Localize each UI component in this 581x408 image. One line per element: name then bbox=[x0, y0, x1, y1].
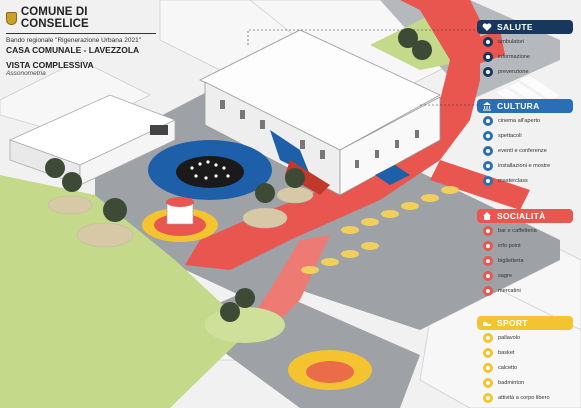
legend-item: informazione bbox=[477, 49, 573, 64]
legend-title: CULTURA bbox=[497, 101, 540, 111]
legend-dot-icon bbox=[483, 362, 493, 373]
legend-item: eventi e conferenze bbox=[477, 143, 573, 158]
legend-sport: SPORT pallavolo basket calcetto badminto… bbox=[477, 316, 573, 405]
legend-item-label: prevenzione bbox=[498, 68, 529, 75]
legend-item-label: badminton bbox=[498, 379, 525, 386]
divider bbox=[6, 33, 156, 34]
legend-header-salute: SALUTE bbox=[477, 20, 573, 34]
legend-dot-icon bbox=[483, 255, 493, 266]
legend-item: pallavolo bbox=[477, 330, 573, 345]
legend-item-label: pallavolo bbox=[498, 334, 521, 341]
heart-icon bbox=[482, 22, 492, 32]
leader-line bbox=[247, 29, 478, 45]
legend-title: SPORT bbox=[497, 318, 528, 328]
legend-item-label: informazione bbox=[498, 53, 531, 60]
legend-dot-icon bbox=[483, 66, 493, 77]
legend-dot-icon bbox=[483, 115, 493, 126]
legend-item-label: biglietteria bbox=[498, 257, 524, 264]
museum-icon bbox=[482, 101, 492, 111]
legend-item: prevenzione bbox=[477, 64, 573, 79]
legend-item-label: basket bbox=[498, 349, 515, 356]
legend-item: ambulatori bbox=[477, 34, 573, 49]
legend-dot-icon bbox=[483, 285, 493, 296]
legend-item-label: cinema all'aperto bbox=[498, 117, 541, 124]
yellow-pads bbox=[301, 186, 459, 274]
legend-dot-icon bbox=[483, 240, 493, 251]
legend-item-label: ambulatori bbox=[498, 38, 525, 45]
town-hall-building bbox=[199, 29, 441, 196]
legend-header-cultura: CULTURA bbox=[477, 99, 573, 113]
legend-item: installazioni e mostre bbox=[477, 158, 573, 173]
legend-item-label: attività a corpo libero bbox=[498, 394, 550, 401]
legend-dot-icon bbox=[483, 175, 493, 186]
kiosk-plaza bbox=[142, 197, 218, 242]
legend-socialita: SOCIALITÀ bar e caffetteria info point b… bbox=[477, 209, 573, 298]
legend-item-label: info point bbox=[498, 242, 521, 249]
legend-item: sagre bbox=[477, 268, 573, 283]
legend-header-sport: SPORT bbox=[477, 316, 573, 330]
house-icon bbox=[482, 211, 492, 221]
legend-item: calcetto bbox=[477, 360, 573, 375]
legend-dot-icon bbox=[483, 145, 493, 156]
legend-title: SALUTE bbox=[497, 22, 533, 32]
planters bbox=[47, 186, 314, 248]
sneaker-icon bbox=[482, 318, 492, 328]
legend-item: basket bbox=[477, 345, 573, 360]
project-name: CASA COMUNALE - LAVEZZOLA bbox=[6, 45, 140, 55]
legend-item-label: mercatini bbox=[498, 287, 521, 294]
legend-title: SOCIALITÀ bbox=[497, 211, 546, 221]
view-title: VISTA COMPLESSIVA bbox=[6, 60, 94, 70]
legend-dot-icon bbox=[483, 392, 493, 403]
legend-dot-icon bbox=[483, 51, 493, 62]
legend-item: spettacoli bbox=[477, 128, 573, 143]
legend-item: badminton bbox=[477, 375, 573, 390]
legend-dot-icon bbox=[483, 36, 493, 47]
legend-cultura: CULTURA cinema all'aperto spettacoli eve… bbox=[477, 99, 573, 188]
legend-item: cinema all'aperto bbox=[477, 113, 573, 128]
legend-item-label: sagre bbox=[498, 272, 512, 279]
legend-item: bar e caffetteria bbox=[477, 223, 573, 238]
legend-dot-icon bbox=[483, 377, 493, 388]
red-path bbox=[185, 0, 560, 330]
subtitle: Bando regionale "Rigenerazione Urbana 20… bbox=[6, 37, 142, 44]
legend-item-label: bar e caffetteria bbox=[498, 227, 537, 234]
cinema-plaza bbox=[148, 140, 272, 200]
legend-item-label: eventi e conferenze bbox=[498, 147, 547, 154]
courts bbox=[205, 165, 410, 390]
title-block: COMUNE DI CONSELICE Bando regionale "Rig… bbox=[6, 6, 156, 77]
municipal-crest-icon bbox=[6, 11, 17, 25]
legend-item: mercatini bbox=[477, 283, 573, 298]
legend-item: info point bbox=[477, 238, 573, 253]
page-title: COMUNE DI CONSELICE bbox=[20, 6, 89, 30]
legend-item-label: spettacoli bbox=[498, 132, 522, 139]
legend-item-label: calcetto bbox=[498, 364, 518, 371]
legend-header-socialita: SOCIALITÀ bbox=[477, 209, 573, 223]
legend-item: biglietteria bbox=[477, 253, 573, 268]
trees bbox=[45, 28, 432, 322]
legend-dot-icon bbox=[483, 130, 493, 141]
legend-dot-icon bbox=[483, 347, 493, 358]
legend-salute: SALUTE ambulatori informazione prevenzio… bbox=[477, 20, 573, 79]
legend-dot-icon bbox=[483, 332, 493, 343]
legend-item: masterclass bbox=[477, 173, 573, 188]
legend-item-label: installazioni e mostre bbox=[498, 162, 551, 169]
legend-dot-icon bbox=[483, 270, 493, 281]
view-note: Assonometria bbox=[6, 70, 46, 77]
legend-item: attività a corpo libero bbox=[477, 390, 573, 405]
legend-dot-icon bbox=[483, 160, 493, 171]
legend-item-label: masterclass bbox=[498, 177, 528, 184]
legend-dot-icon bbox=[483, 225, 493, 236]
